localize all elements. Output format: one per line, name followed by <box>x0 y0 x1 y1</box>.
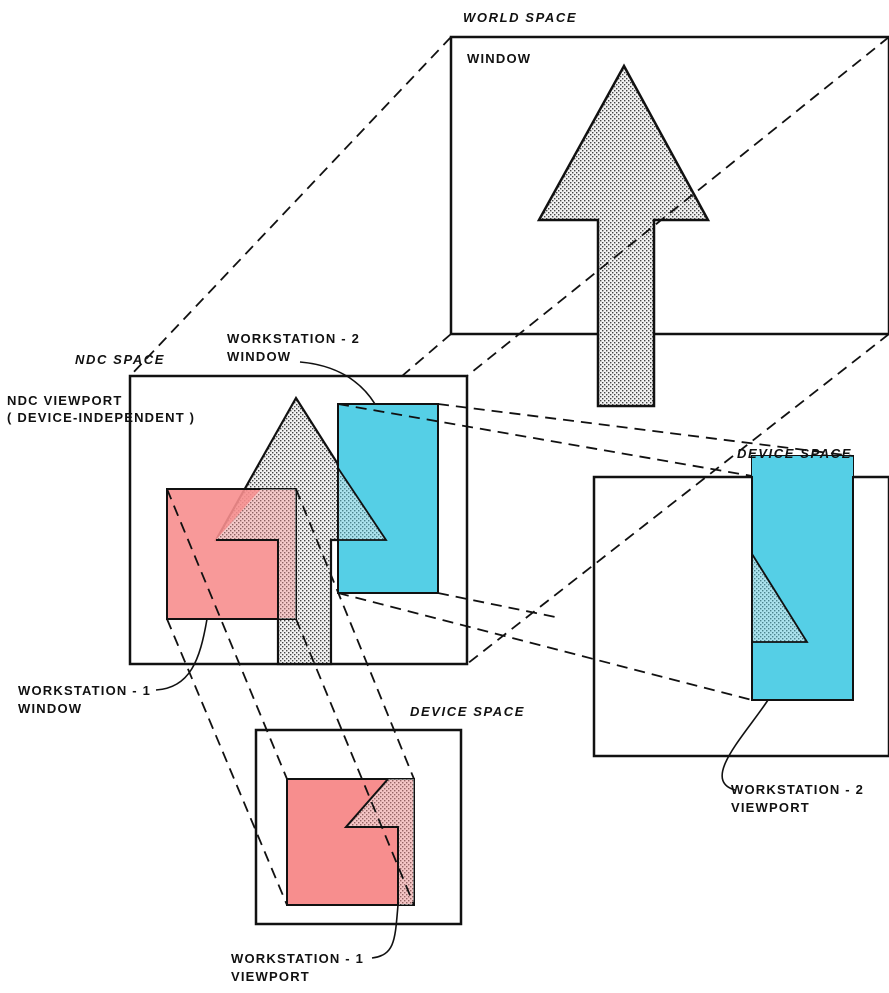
world-window-label: WINDOW <box>467 51 532 66</box>
ws1-viewport-label-line2: VIEWPORT <box>231 969 310 984</box>
ws1-viewport-label-line1: WORKSTATION - 1 <box>231 951 365 966</box>
ws1-window-label-line1: WORKSTATION - 1 <box>18 683 152 698</box>
ws1-window-arrow-overlap <box>216 489 296 619</box>
projection-lines <box>129 36 889 906</box>
device-space-bottom-title: DEVICE SPACE <box>410 704 526 719</box>
ws2-viewport <box>751 455 854 701</box>
ws1-window-label-line2: WINDOW <box>18 701 83 716</box>
ws1-window-arrow-outline <box>216 539 279 619</box>
ndc-space-title: NDC SPACE <box>75 352 166 367</box>
world-arrow <box>536 63 711 408</box>
leader-lines <box>155 361 769 959</box>
device-space-bottom <box>254 728 463 926</box>
ws2-viewport-arrow-overlap <box>751 550 809 643</box>
ws2-viewport-top-cover <box>752 456 853 476</box>
device-space-right <box>592 455 889 758</box>
leader-ws1-window <box>155 618 208 691</box>
ws2-viewport-label-line2: VIEWPORT <box>731 800 810 815</box>
ndc-viewport-label-line2: ( DEVICE-INDEPENDENT ) <box>7 410 196 425</box>
ws2-window-label-line2: WINDOW <box>227 349 292 364</box>
ndc-space <box>128 374 469 666</box>
ndc-viewport-label-line1: NDC VIEWPORT <box>7 393 123 408</box>
world-space <box>449 35 889 408</box>
world-space-title: WORLD SPACE <box>463 10 578 25</box>
ws1-viewport-arrow-overlap <box>346 779 414 905</box>
device-space-right-title: DEVICE SPACE <box>737 446 853 461</box>
ws2-window-arrow-overlap <box>337 465 388 541</box>
leader-ws1-viewport <box>371 904 399 959</box>
ws2-viewport-label-line1: WORKSTATION - 2 <box>731 782 865 797</box>
ws1-viewport-arrow-outline <box>343 778 399 905</box>
leader-ws2-viewport <box>721 699 769 791</box>
ws2-window-label-line1: WORKSTATION - 2 <box>227 331 361 346</box>
leader-ws2-window <box>299 361 376 405</box>
